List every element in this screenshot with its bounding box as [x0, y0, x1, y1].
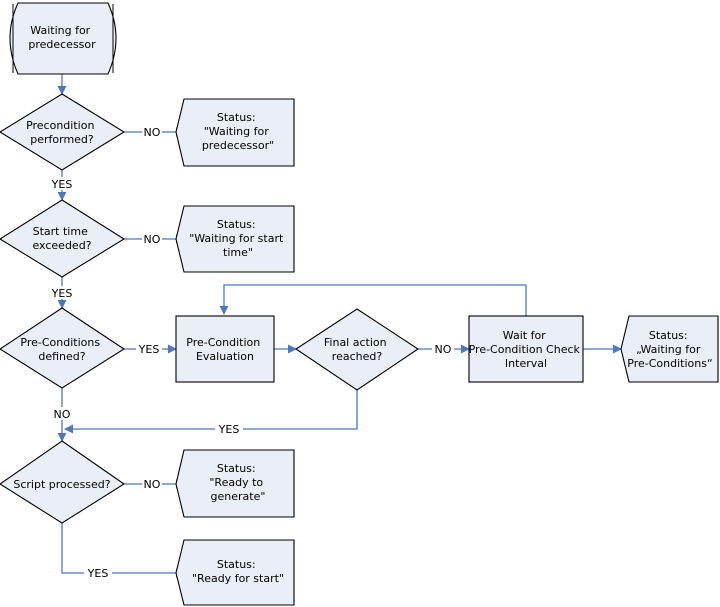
decision-start-time-exceeded-label: Start time exceeded? [32, 225, 91, 252]
decision-precondition-performed-label: Precondition performed? [26, 119, 98, 146]
label-final-action-yes: YES [218, 423, 240, 436]
status-waiting-start-time-label: Status: "Waiting for start time" [189, 218, 287, 259]
status-waiting-predecessor: Status: "Waiting for predecessor" [175, 98, 295, 167]
label-script-no: NO [144, 478, 161, 491]
edge-final-action-yes [64, 390, 358, 434]
process-wait-check-interval: Wait for Pre-Condition Check Interval [468, 315, 584, 383]
label-precondition-yes: YES [51, 178, 73, 191]
decision-precondition-performed: Precondition performed? [0, 93, 126, 171]
decision-script-processed-label: Script processed? [13, 478, 110, 491]
label-start-time-no: NO [144, 233, 161, 246]
label-script-yes: YES [87, 567, 109, 580]
decision-final-action-reached: Final action reached? [295, 308, 419, 391]
process-precondition-evaluation-label: Pre-Condition Evaluation [186, 336, 263, 363]
status-waiting-preconditions: Status: „Waiting for Pre-Conditions“ [620, 315, 719, 383]
edge-labels: NO YES NO YES YES NO NO YES NO YES [49, 125, 454, 580]
status-ready-to-generate-label: Status: "Ready to generate" [209, 462, 266, 503]
decision-preconditions-defined-label: Pre-Conditions defined? [20, 336, 103, 363]
status-waiting-start-time: Status: "Waiting for start time" [175, 205, 295, 273]
edge-script-yes [61, 523, 185, 578]
status-waiting-predecessor-label: Status: "Waiting for predecessor" [202, 111, 274, 152]
decision-final-action-reached-label: Final action reached? [324, 336, 390, 363]
label-preconditions-yes: YES [138, 343, 160, 356]
decision-start-time-exceeded: Start time exceeded? [0, 199, 126, 278]
start-node-label: Waiting for predecessor [28, 24, 96, 51]
label-precondition-no: NO [144, 126, 161, 139]
label-preconditions-no: NO [54, 408, 71, 421]
label-start-time-yes: YES [51, 287, 73, 300]
status-waiting-preconditions-label: Status: „Waiting for Pre-Conditions“ [627, 329, 712, 370]
edge-wait-loop-back [219, 284, 527, 316]
process-precondition-evaluation: Pre-Condition Evaluation [175, 315, 275, 383]
label-final-action-no: NO [435, 343, 452, 356]
decision-preconditions-defined: Pre-Conditions defined? [0, 307, 126, 389]
start-node: Waiting for predecessor [9, 2, 117, 75]
status-ready-for-start-label: Status: "Ready for start" [192, 558, 284, 585]
decision-script-processed: Script processed? [0, 440, 125, 524]
status-ready-to-generate: Status: "Ready to generate" [175, 449, 295, 518]
status-ready-for-start: Status: "Ready for start" [175, 539, 295, 606]
process-wait-check-interval-label: Wait for Pre-Condition Check Interval [469, 329, 584, 370]
